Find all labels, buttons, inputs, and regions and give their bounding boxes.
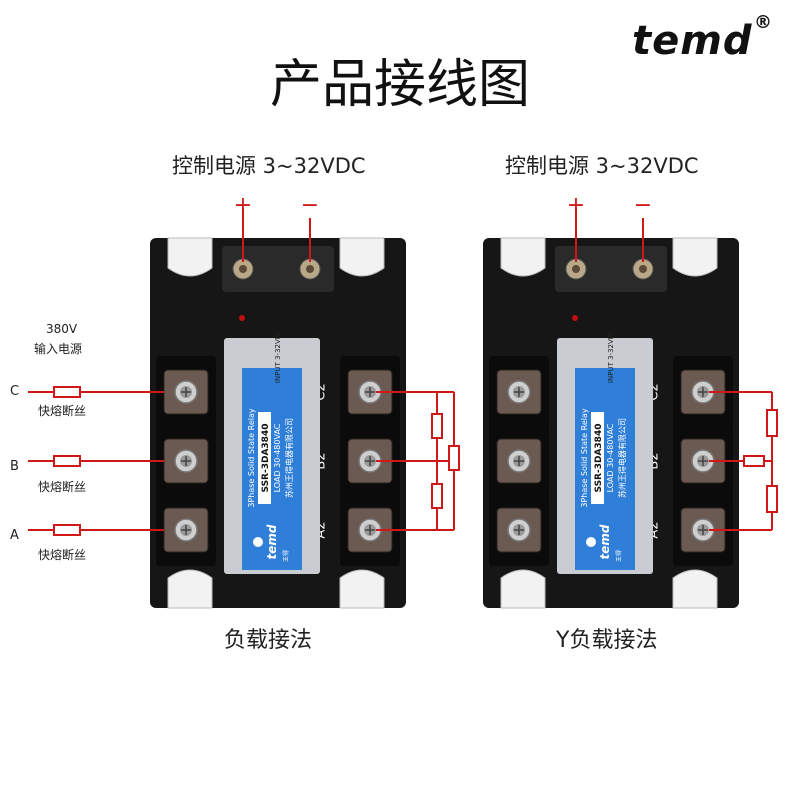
load-resistor-2 xyxy=(448,445,460,471)
fuse-label-b: 快熔断丝 xyxy=(38,480,87,494)
label-model-box xyxy=(591,412,604,504)
phase-c-label: C xyxy=(10,384,20,399)
label-logo-mark xyxy=(253,537,263,547)
mount-slot-bottom xyxy=(167,569,213,609)
product-label-blue xyxy=(575,368,635,570)
product-label-blue xyxy=(242,368,302,570)
label-load: LOAD 30-480VAC xyxy=(606,423,615,492)
input-power-label: 输入电源 xyxy=(34,342,83,356)
label-maker: 苏州王得电器有限公司 xyxy=(284,418,294,498)
fuse-label-a: 快熔断丝 xyxy=(38,548,87,562)
label-load: LOAD 30-480VAC xyxy=(273,423,282,492)
label-model-box xyxy=(258,412,271,504)
label-model: SSR-3DA3840 xyxy=(594,424,604,493)
label-input-text: INPUT 3-32VDC xyxy=(274,329,282,383)
mount-slot-top xyxy=(339,237,385,277)
label-description: 3Phase Solid State Relay xyxy=(247,408,256,508)
fuse-B xyxy=(53,455,81,467)
fuse-C xyxy=(53,386,81,398)
input-voltage: 380V xyxy=(46,322,78,336)
y-resistor-bottom xyxy=(766,485,778,513)
control-screw-center xyxy=(239,265,247,273)
mount-slot-top xyxy=(167,237,213,277)
control-terminal-block xyxy=(555,246,667,292)
caption-left: 负载接法 xyxy=(224,628,313,653)
status-led xyxy=(572,315,578,321)
plus-sign: + xyxy=(234,193,252,218)
mount-slot-bottom xyxy=(500,569,546,609)
mount-slot-bottom xyxy=(339,569,385,609)
brand-logo: temd xyxy=(632,18,753,64)
caption-right: Y负载接法 xyxy=(556,628,658,653)
mount-slot-top xyxy=(672,237,718,277)
phase-b-label: B xyxy=(10,459,19,474)
mount-slot-top xyxy=(500,237,546,277)
status-led xyxy=(239,315,245,321)
mount-slot-bottom xyxy=(672,569,718,609)
label-input-text: INPUT 3-32VDC xyxy=(607,329,615,383)
label-logo-sub: 王得 xyxy=(282,550,290,562)
minus-sign: − xyxy=(634,193,652,218)
control-power-label-right: 控制电源 3~32VDC xyxy=(505,154,699,178)
label-description: 3Phase Solid State Relay xyxy=(580,408,589,508)
page-title: 产品接线图 xyxy=(269,55,530,115)
registered-mark: ® xyxy=(754,12,772,33)
minus-sign: − xyxy=(301,193,319,218)
control-terminal-block xyxy=(222,246,334,292)
control-screw-center xyxy=(306,265,314,273)
label-maker: 苏州王得电器有限公司 xyxy=(617,418,627,498)
label-logo-mark xyxy=(586,537,596,547)
load-resistor-1 xyxy=(431,413,443,439)
fuse-label-c: 快熔断丝 xyxy=(38,404,87,418)
fuse-A xyxy=(53,524,81,536)
y-resistor-top xyxy=(766,409,778,437)
label-logo-sub: 王得 xyxy=(615,550,623,562)
load-resistor-3 xyxy=(431,483,443,509)
plus-sign: + xyxy=(567,193,585,218)
label-logo: temd xyxy=(265,524,279,559)
control-screw-center xyxy=(639,265,647,273)
label-logo: temd xyxy=(598,524,612,559)
phase-a-label: A xyxy=(10,528,19,543)
label-model: SSR-3DA3840 xyxy=(261,424,271,493)
control-power-label-left: 控制电源 3~32VDC xyxy=(172,154,366,178)
control-screw-center xyxy=(572,265,580,273)
y-resistor-mid xyxy=(743,455,765,467)
